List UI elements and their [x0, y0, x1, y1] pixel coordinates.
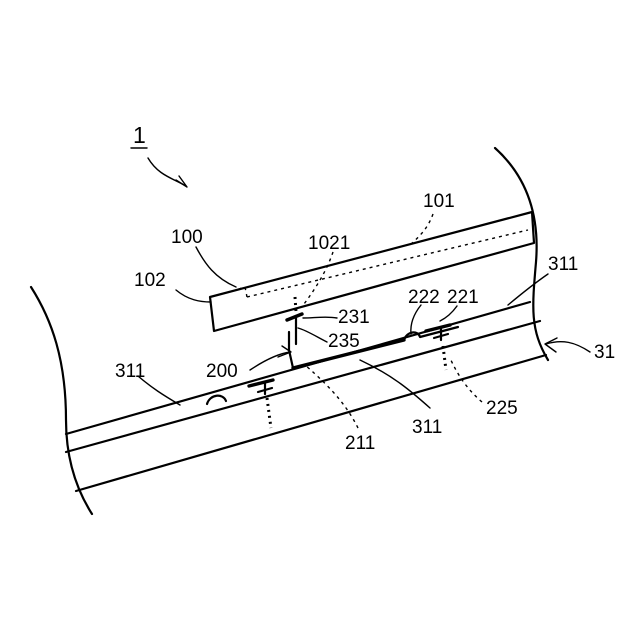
panel-cell-top-dashed — [247, 230, 528, 297]
fastener-left — [249, 380, 273, 428]
panel-groove-marker — [295, 297, 296, 312]
label-device: 1 — [133, 122, 146, 148]
roof-bottom-edge — [76, 355, 546, 491]
label-clip: 200 — [206, 361, 238, 382]
solar-panel — [210, 212, 534, 331]
label-screw-right: 225 — [486, 398, 518, 419]
roof-left-bump — [207, 396, 226, 404]
label-clip-arm: 235 — [328, 331, 360, 352]
label-roof-bottom: 311 — [412, 417, 442, 438]
roof — [31, 148, 548, 514]
label-roof-right: 311 — [548, 254, 578, 275]
leader-225 — [450, 358, 482, 402]
device-reference: 1 — [131, 122, 187, 187]
label-clip-base: 211 — [345, 433, 375, 454]
leader-222 — [411, 305, 421, 334]
label-bump-right: 222 — [408, 287, 440, 308]
leader-221 — [440, 306, 457, 321]
leader-1021 — [304, 252, 333, 304]
label-panel-top: 101 — [423, 191, 455, 212]
leader-235 — [298, 328, 327, 342]
roof-second-edge — [66, 321, 540, 452]
leader-102 — [176, 290, 211, 302]
leader-100 — [196, 247, 236, 287]
device-arrow-line — [148, 158, 186, 186]
label-panel-groove: 1021 — [308, 233, 350, 254]
leader-231 — [303, 317, 337, 318]
leader-31-arrow — [545, 338, 557, 352]
mounting-clip — [287, 314, 458, 368]
fastener-left-screw — [267, 398, 271, 428]
groove-dots — [295, 297, 296, 312]
label-fastener-right: 221 — [447, 287, 479, 308]
leader-311-right — [508, 274, 548, 305]
label-panel-frame: 102 — [134, 270, 166, 291]
roof-left-break — [31, 287, 92, 514]
label-clip-tab: 231 — [338, 307, 370, 328]
label-roof: 31 — [594, 342, 615, 363]
reference-labels: 100 101 102 1021 231 235 200 211 311 222… — [115, 191, 615, 454]
label-panel: 100 — [171, 227, 203, 248]
roof-right-break — [495, 148, 548, 360]
clip-top-tab — [287, 314, 302, 320]
label-roof-left: 311 — [115, 361, 145, 382]
leader-31 — [546, 342, 590, 352]
panel-body — [210, 212, 534, 331]
fastener-right-screw — [443, 346, 446, 370]
device-arrow-head — [176, 176, 187, 187]
